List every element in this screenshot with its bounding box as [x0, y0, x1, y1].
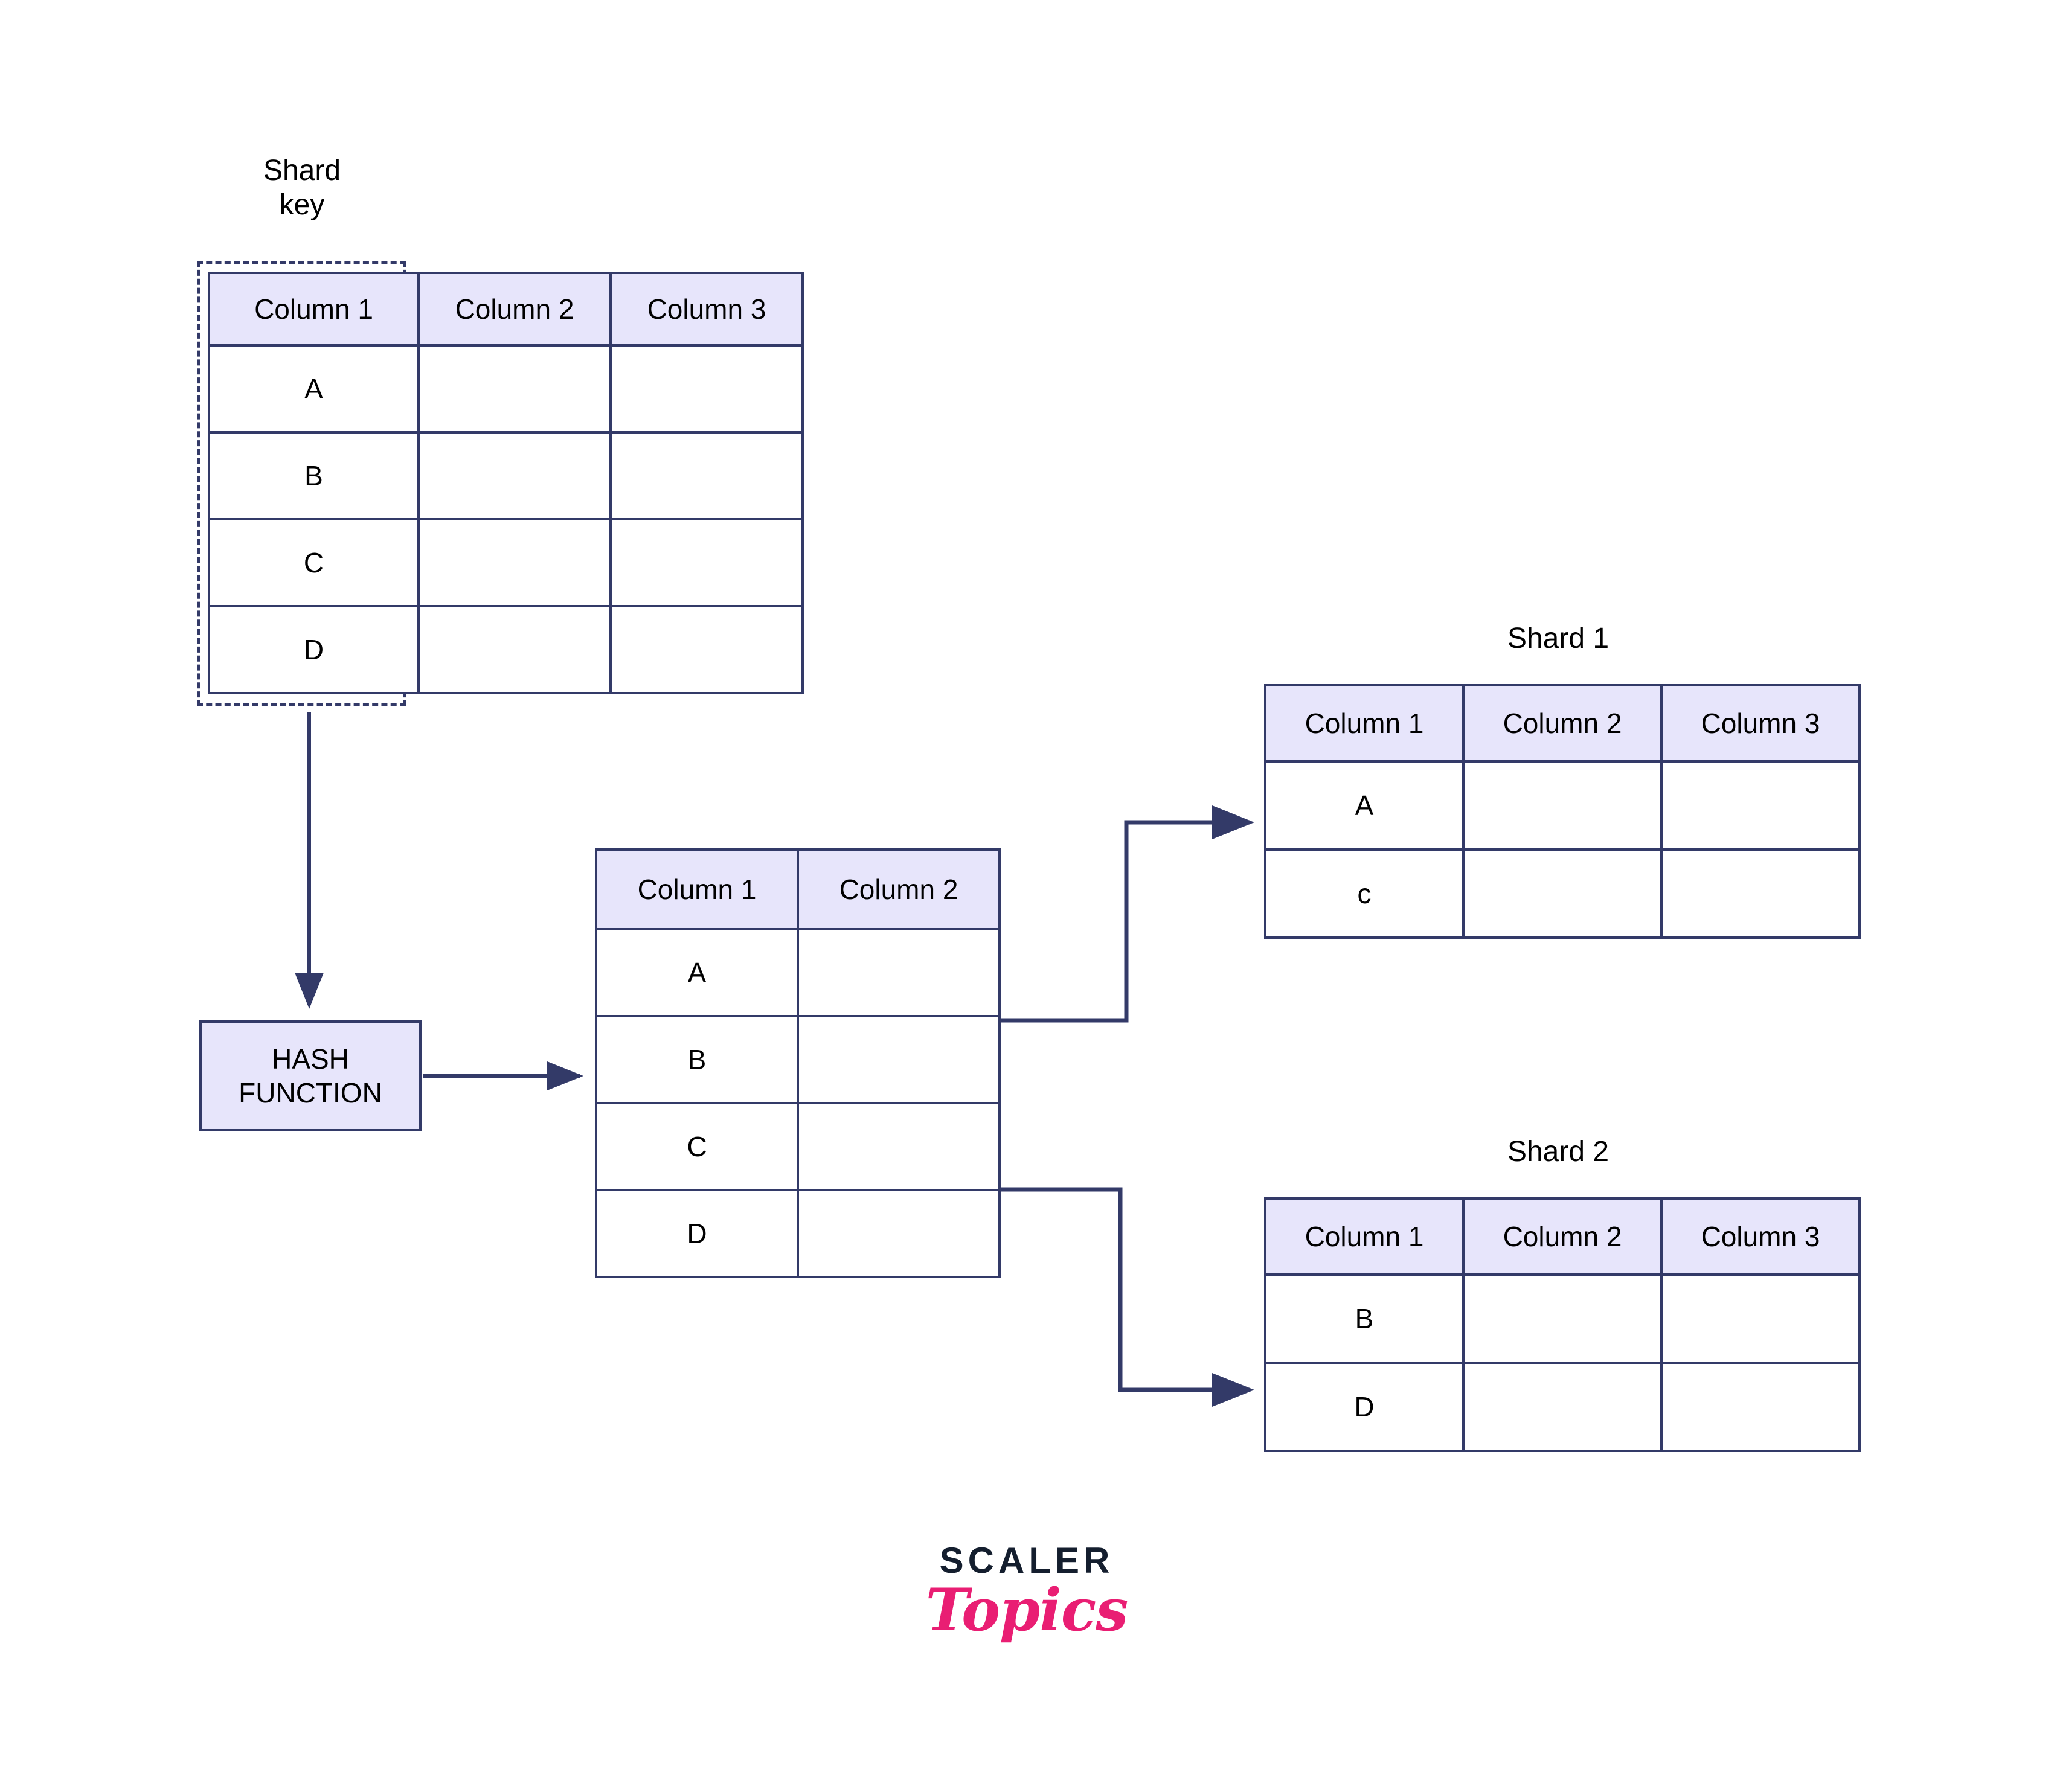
table-row: B [595, 1015, 1001, 1104]
shard1-label: Shard 1 [1507, 622, 1610, 654]
table-row: A [595, 928, 1001, 1017]
table-row: A [208, 344, 804, 434]
table-header-row: Column 1 Column 2 [595, 848, 1001, 930]
logo-secondary-text: Topics [925, 1576, 1129, 1644]
table-cell: A [208, 344, 420, 434]
hash-function-line1: HASH [272, 1043, 349, 1075]
table-cell: C [595, 1102, 799, 1191]
table-cell: c [1264, 848, 1465, 939]
table-cell: A [595, 928, 799, 1017]
table-cell [797, 1189, 1001, 1278]
column-header: Column 2 [1462, 684, 1663, 763]
table-row: D [1264, 1362, 1861, 1452]
table-header-row: Column 1 Column 2 Column 3 [1264, 1197, 1861, 1276]
table-cell [417, 431, 612, 520]
arrow-hashtable-to-shard2 [1000, 1187, 1254, 1407]
table-cell [797, 1102, 1001, 1191]
column-header: Column 3 [609, 272, 804, 347]
table-cell [1462, 760, 1663, 851]
table-row: B [1264, 1273, 1861, 1364]
column-header: Column 3 [1660, 684, 1861, 763]
column-header: Column 1 [1264, 684, 1465, 763]
hash-function-line2: FUNCTION [239, 1077, 382, 1109]
table-cell: B [1264, 1273, 1465, 1364]
table-cell [417, 605, 612, 694]
scaler-topics-logo: SCALER Topics [894, 1543, 1160, 1641]
shard2-label: Shard 2 [1507, 1136, 1610, 1168]
table-cell [1462, 1362, 1663, 1452]
shard1-table: Column 1 Column 2 Column 3 A c [1264, 684, 1861, 939]
column-header: Column 2 [1462, 1197, 1663, 1276]
table-cell [417, 518, 612, 607]
table-cell: D [1264, 1362, 1465, 1452]
arrow-hashtable-to-shard1 [1000, 805, 1254, 1023]
hashed-table: Column 1 Column 2 A B C D [595, 848, 1001, 1278]
table-cell [1660, 1273, 1861, 1364]
table-cell [417, 344, 612, 434]
column-header: Column 2 [417, 272, 612, 347]
table-cell [609, 605, 804, 694]
table-cell: C [208, 518, 420, 607]
table-cell: D [208, 605, 420, 694]
table-row: C [208, 518, 804, 607]
table-cell [1660, 1362, 1861, 1452]
shard2-table: Column 1 Column 2 Column 3 B D [1264, 1197, 1861, 1452]
table-cell: D [595, 1189, 799, 1278]
table-row: D [595, 1189, 1001, 1278]
column-header: Column 1 [1264, 1197, 1465, 1276]
table-row: c [1264, 848, 1861, 939]
shard-key-label: Shard key [263, 155, 341, 221]
table-cell [797, 1015, 1001, 1104]
table-header-row: Column 1 Column 2 Column 3 [1264, 684, 1861, 763]
table-cell: B [595, 1015, 799, 1104]
table-row: A [1264, 760, 1861, 851]
table-cell [1660, 760, 1861, 851]
column-header: Column 1 [595, 848, 799, 930]
table-cell [609, 431, 804, 520]
table-row: C [595, 1102, 1001, 1191]
column-header: Column 1 [208, 272, 420, 347]
column-header: Column 2 [797, 848, 1001, 930]
table-cell [609, 518, 804, 607]
table-cell: B [208, 431, 420, 520]
table-cell: A [1264, 760, 1465, 851]
logo-primary-text: SCALER [939, 1540, 1114, 1581]
table-row: B [208, 431, 804, 520]
table-cell [609, 344, 804, 434]
table-cell [1660, 848, 1861, 939]
table-row: D [208, 605, 804, 694]
table-cell [1462, 1273, 1663, 1364]
table-cell [1462, 848, 1663, 939]
column-header: Column 3 [1660, 1197, 1861, 1276]
source-table: Column 1 Column 2 Column 3 A B C D [208, 272, 804, 694]
hash-function-box: HASH FUNCTION [199, 1020, 422, 1131]
table-header-row: Column 1 Column 2 Column 3 [208, 272, 804, 347]
table-cell [797, 928, 1001, 1017]
